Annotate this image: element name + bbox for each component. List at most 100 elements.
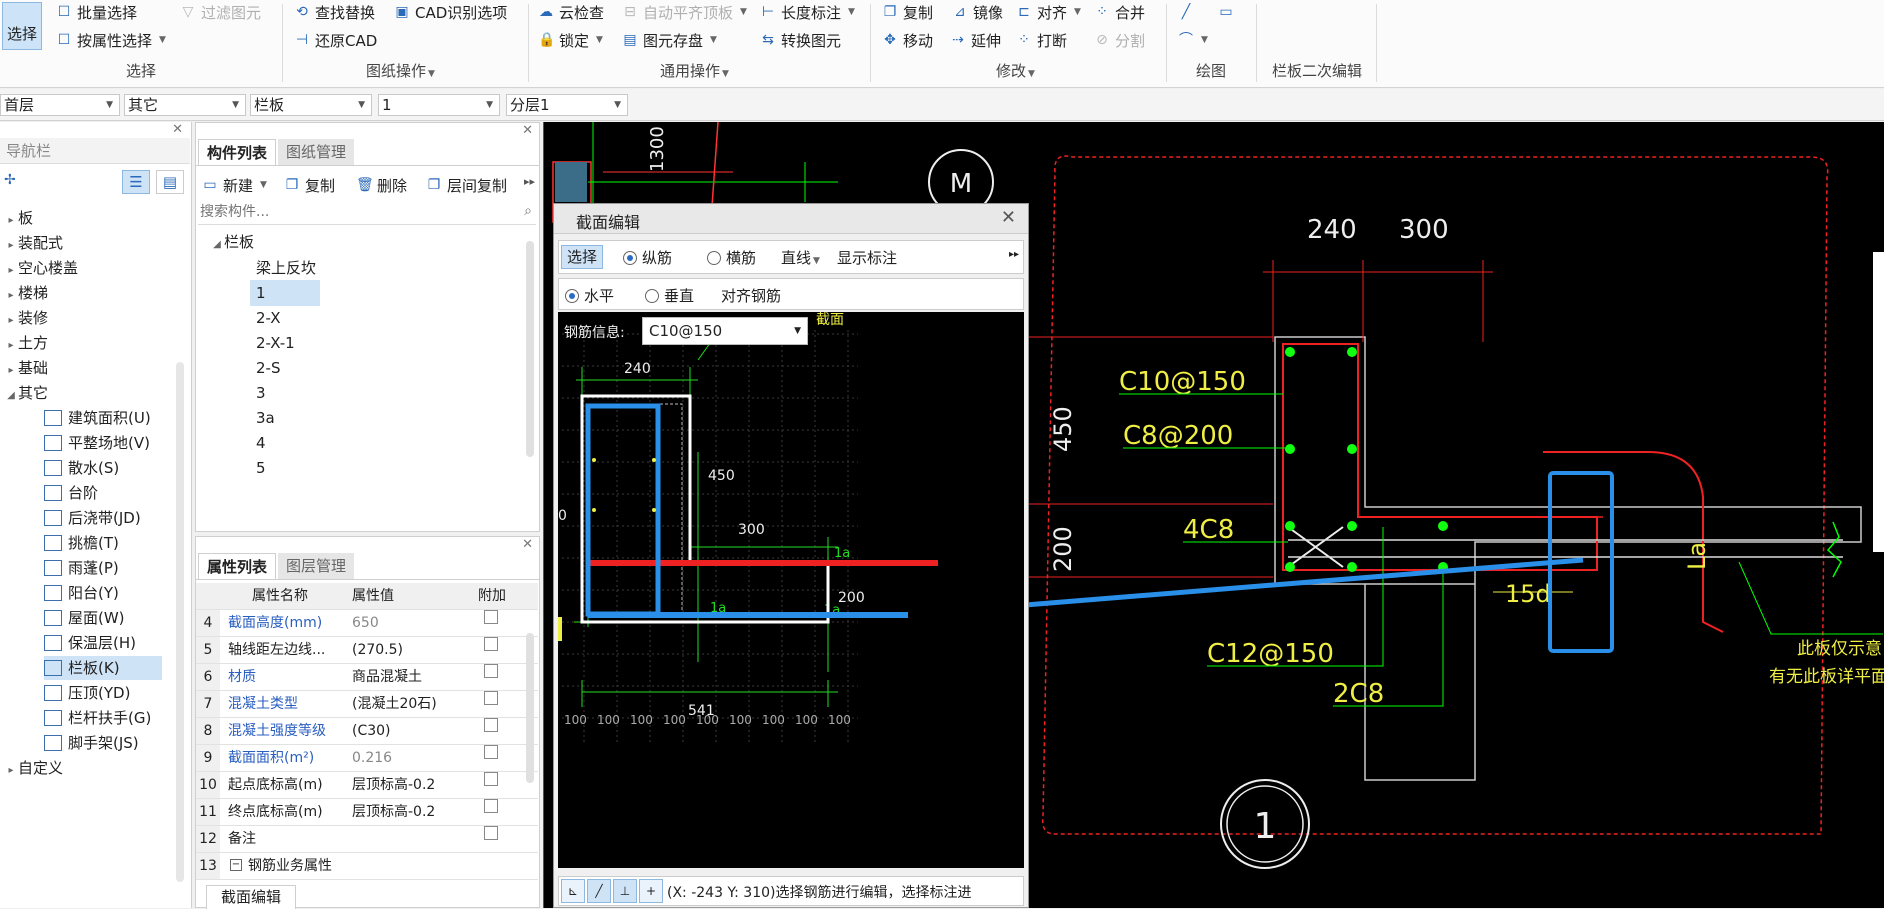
property-checkbox[interactable]: [484, 637, 498, 651]
merge-button[interactable]: ⁘合并: [1094, 0, 1145, 24]
nav-sub-item[interactable]: 压顶(YD): [44, 681, 130, 705]
filter-elem-button[interactable]: ▽过滤图元: [180, 0, 261, 24]
auto-align-button[interactable]: ⊟自动平齐顶板▼: [622, 0, 747, 24]
component-item[interactable]: 4: [256, 434, 266, 452]
layer-select[interactable]: 分层1▼: [506, 94, 628, 116]
property-checkbox[interactable]: [484, 745, 498, 759]
radio-transverse[interactable]: 横筋: [707, 247, 756, 268]
more-icon[interactable]: ▸▸: [524, 175, 536, 188]
show-mark-button[interactable]: 显示标注: [837, 249, 898, 267]
floor-copy-button[interactable]: ❐层间复制: [427, 176, 508, 195]
tab-component-list[interactable]: 构件列表: [198, 139, 277, 165]
prop-close-icon[interactable]: ✕: [522, 537, 533, 552]
property-checkbox[interactable]: [484, 799, 498, 813]
batch-select-button[interactable]: ☐批量选择: [56, 0, 137, 24]
nav-scrollbar[interactable]: [176, 362, 184, 882]
split-button[interactable]: ⊘分割: [1094, 28, 1145, 52]
perpendicular-snap-icon[interactable]: ⊥: [613, 879, 637, 903]
move-button[interactable]: ✥移动: [882, 28, 933, 52]
component-item[interactable]: 3: [256, 384, 266, 402]
add-point-icon[interactable]: +: [639, 879, 663, 903]
comp-scrollbar[interactable]: [526, 241, 534, 457]
component-item[interactable]: 2-S: [256, 359, 281, 377]
nav-item[interactable]: ▸基础: [4, 356, 48, 380]
component-search[interactable]: ⌕: [198, 201, 536, 225]
nav-sub-item[interactable]: 保温层(H): [44, 631, 136, 655]
delete-component-button[interactable]: 🗑删除: [356, 176, 408, 195]
nav-sub-item[interactable]: 建筑面积(U): [44, 406, 151, 430]
nav-sub-item[interactable]: 栏板(K): [44, 656, 162, 680]
nav-item[interactable]: ◢其它: [4, 381, 48, 405]
lock-button[interactable]: 🔒锁定▼: [538, 31, 603, 50]
copy-component-button[interactable]: ❐复制: [285, 176, 336, 195]
tab-drawing-management[interactable]: 图纸管理: [278, 139, 355, 165]
align-rebar-button[interactable]: 对齐钢筋: [721, 287, 782, 305]
nav-sub-item[interactable]: 雨蓬(P): [44, 556, 119, 580]
component-item[interactable]: 2-X: [256, 309, 281, 327]
draw-arc-button[interactable]: ⌒▼: [1179, 32, 1208, 48]
nav-close-icon[interactable]: ✕: [172, 122, 183, 137]
line-mode-dropdown[interactable]: 直线▼: [781, 249, 820, 267]
floor-select[interactable]: 首层▼: [0, 94, 120, 116]
radio-horizontal[interactable]: 水平: [565, 285, 614, 306]
length-mark-button[interactable]: ⊢长度标注▼: [761, 3, 855, 22]
restore-cad-button[interactable]: ⊣还原CAD: [294, 28, 377, 52]
list-view-icon[interactable]: ☰: [122, 170, 150, 194]
new-component-button[interactable]: ▭新建▼: [203, 176, 267, 195]
nav-sub-item[interactable]: 散水(S): [44, 456, 119, 480]
line-snap-icon[interactable]: ╱: [587, 879, 611, 903]
tab-section-edit[interactable]: 截面编辑: [206, 885, 297, 909]
rebar-info-select[interactable]: C10@150▼: [642, 317, 808, 345]
radio-longitudinal[interactable]: 纵筋: [623, 247, 672, 268]
nav-sub-item[interactable]: 平整场地(V): [44, 431, 150, 455]
draw-rect-button[interactable]: ▭: [1218, 0, 1234, 24]
nav-sub-item[interactable]: 台阶: [44, 481, 98, 505]
dialog-close-icon[interactable]: ✕: [1000, 207, 1016, 228]
component-item[interactable]: 梁上反坎: [256, 259, 317, 277]
component-item[interactable]: 3a: [256, 409, 275, 427]
ortho-snap-icon[interactable]: ⊾: [561, 879, 585, 903]
detail-view-icon[interactable]: ▤: [156, 170, 184, 194]
nav-item[interactable]: ▸空心楼盖: [4, 256, 78, 280]
category-select[interactable]: 其它▼: [124, 94, 246, 116]
cad-options-button[interactable]: ▣CAD识别选项: [394, 0, 507, 24]
component-item[interactable]: 2-X-1: [256, 334, 295, 352]
nav-item[interactable]: ▸装配式: [4, 231, 63, 255]
tab-property-list[interactable]: 属性列表: [198, 553, 277, 579]
property-row[interactable]: 13−钢筋业务属性: [196, 853, 538, 880]
nav-add-icon[interactable]: ✢: [4, 172, 16, 188]
copy-button[interactable]: ❐复制: [882, 0, 933, 24]
nav-item-custom[interactable]: ▸自定义: [4, 756, 63, 780]
nav-sub-item[interactable]: 栏杆扶手(G): [44, 706, 151, 730]
comp-close-icon[interactable]: ✕: [522, 123, 533, 138]
nav-item[interactable]: ▸板: [4, 206, 33, 230]
type-select[interactable]: 栏板▼: [250, 94, 372, 116]
draw-line-button[interactable]: ╱: [1178, 0, 1194, 24]
prop-scrollbar[interactable]: [526, 633, 534, 783]
property-checkbox[interactable]: [484, 664, 498, 678]
nav-item[interactable]: ▸土方: [4, 331, 48, 355]
convert-elem-button[interactable]: ⇆转换图元: [760, 28, 841, 52]
find-replace-button[interactable]: ⟲查找替换: [294, 0, 375, 24]
component-item[interactable]: 5: [256, 459, 266, 477]
select-big-button[interactable]: 选择: [2, 2, 42, 50]
component-item[interactable]: 1: [250, 280, 320, 306]
collapse-icon[interactable]: −: [230, 859, 242, 871]
component-search-input[interactable]: [198, 201, 498, 223]
mirror-button[interactable]: ⊿镜像: [952, 0, 1003, 24]
component-select[interactable]: 1▼: [378, 94, 500, 116]
elem-save-button[interactable]: ▤图元存盘▼: [623, 31, 717, 50]
component-group[interactable]: ◢栏板: [213, 233, 255, 251]
nav-sub-item[interactable]: 后浇带(JD): [44, 506, 141, 530]
radio-vertical[interactable]: 垂直: [645, 285, 694, 306]
nav-item[interactable]: ▸楼梯: [4, 281, 48, 305]
align-button[interactable]: ⊏对齐▼: [1016, 0, 1081, 24]
property-checkbox[interactable]: [484, 826, 498, 840]
